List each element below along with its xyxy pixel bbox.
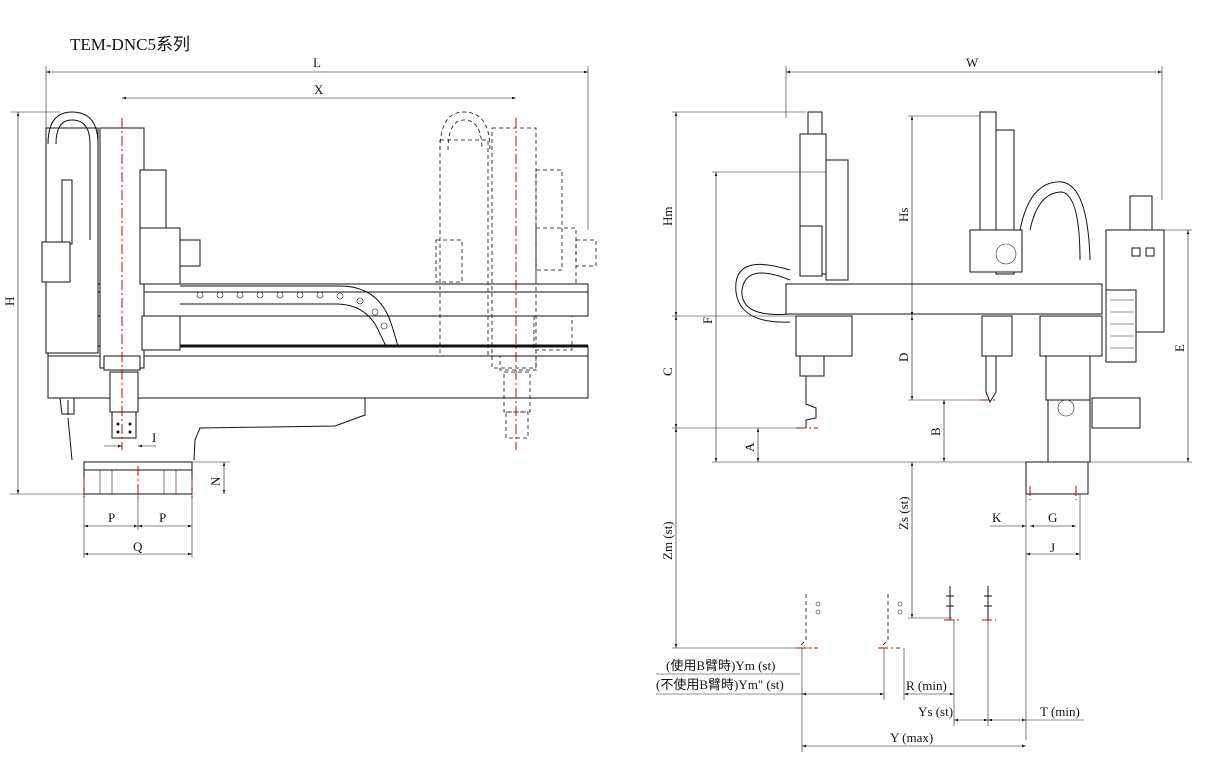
dim-Y-label: Y (max) — [890, 730, 933, 745]
dim-K-label: K — [992, 510, 1002, 525]
side-view: W — [656, 55, 1192, 752]
main-arm-right-alt-position — [435, 111, 597, 439]
dim-I-label: I — [152, 430, 156, 445]
dim-F-label: F — [700, 317, 715, 324]
cable-chain-links — [196, 291, 388, 330]
drawing-title: TEM-DNC5系列 — [70, 35, 190, 54]
dim-N-label: N — [208, 476, 223, 486]
dim-Ym2-label: (不使用B臂時)Ym" (st) — [656, 677, 784, 692]
dim-Zm-label: Zm (st) — [660, 521, 675, 560]
dim-R-label: R (min) — [906, 678, 947, 693]
dim-P1-label: P — [108, 510, 115, 525]
dim-T-label: T (min) — [1040, 704, 1080, 719]
dim-B-label: B — [928, 427, 943, 436]
dim-L-label: L — [313, 55, 321, 70]
dim-C-label: C — [660, 367, 675, 376]
lowered-gripper-positions — [799, 586, 992, 647]
dim-P2-label: P — [159, 510, 166, 525]
dim-X-label: X — [314, 82, 324, 97]
front-view: L X H — [2, 55, 597, 558]
dim-A-label: A — [742, 442, 757, 452]
sub-arm-side — [969, 111, 1091, 404]
dim-J-label: J — [1050, 540, 1055, 555]
dim-H-label: H — [2, 297, 17, 306]
dim-E-label: E — [1172, 344, 1187, 352]
dim-Hm-label: Hm — [660, 207, 675, 227]
dim-Ys-label: Ys (st) — [918, 704, 953, 719]
dim-Zs-label: Zs (st) — [896, 496, 911, 530]
dim-D-label: D — [896, 353, 911, 362]
dim-G-label: G — [1048, 510, 1057, 525]
control-cabinet — [1105, 195, 1165, 363]
dim-Ym-label: (使用B臂時)Ym (st) — [666, 658, 775, 673]
dim-W-label: W — [966, 55, 979, 70]
dim-Hs-label: Hs — [896, 208, 911, 222]
dim-Q-label: Q — [133, 539, 143, 554]
main-arm-side — [735, 111, 853, 428]
